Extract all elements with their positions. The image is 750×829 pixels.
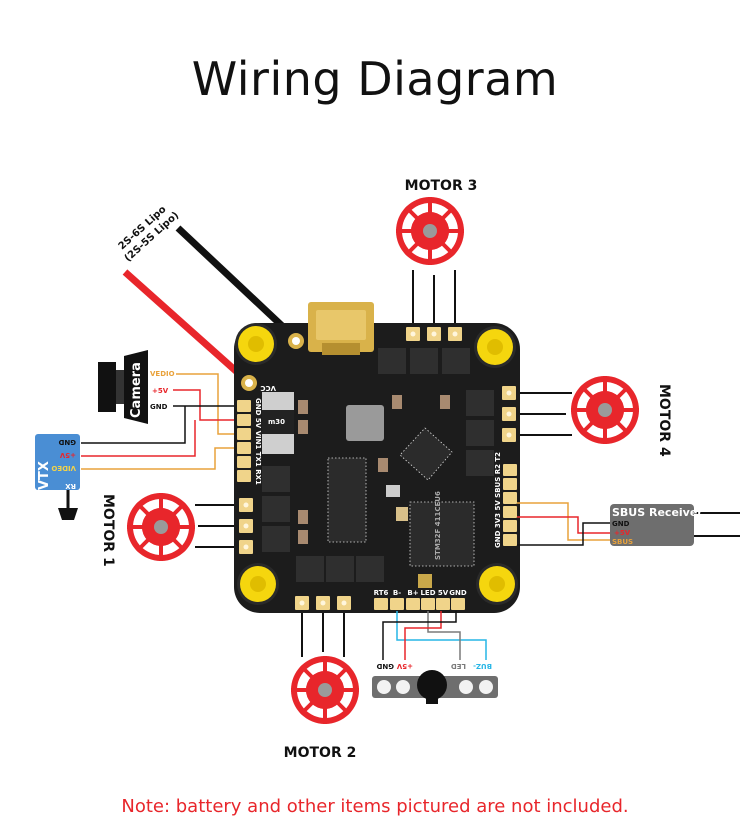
bottom-pad-labels: RT6 B- B+ LED 5V GND <box>374 589 467 597</box>
motor-2-label: MOTOR 2 <box>284 745 357 761</box>
sbus-pin-5v: +5V <box>614 529 631 537</box>
led-buzzer-module <box>372 670 498 704</box>
standoff-top-right <box>474 326 516 368</box>
left-pads-label: GND 5V VIN1 TX1 RX1 <box>254 398 262 485</box>
pad-label-led: LED <box>420 589 435 597</box>
motor-4-icon <box>569 374 641 446</box>
sbus-receiver-module <box>610 504 694 546</box>
motor-3-icon <box>394 195 466 267</box>
motor-4-wires <box>520 392 572 436</box>
led-pin-gnd: GND <box>376 662 394 670</box>
camera-pin-gnd: GND <box>150 403 168 411</box>
motor-1-pads <box>239 498 253 554</box>
camera-label: Camera <box>129 362 144 418</box>
sbus-pin-gnd: GND <box>612 520 630 528</box>
camera-vtx-wires <box>81 373 240 470</box>
camera-pin-5v: +5V <box>152 387 169 395</box>
motor-2-pads <box>295 596 351 610</box>
standoff-bottom-right <box>476 563 518 605</box>
led-pin-5v: +5V <box>396 662 413 670</box>
vtx-pin-rx: RX <box>65 482 76 490</box>
sbus-wires <box>517 502 740 546</box>
standoff-bottom-left <box>237 563 279 605</box>
bottom-pads <box>374 598 465 610</box>
camera-pin-video: VEDIO <box>150 370 175 378</box>
motor-2-wires <box>301 612 345 657</box>
flight-controller-board: VCC m30 STM32F 411CEU6 <box>234 302 520 613</box>
pad-label-rt6: RT6 <box>374 589 389 597</box>
page-title: Wiring Diagram <box>191 52 559 106</box>
pad-label-5v: 5V <box>438 589 449 597</box>
standoff-top-left <box>235 323 277 365</box>
motor-4-pads <box>502 386 516 442</box>
led-pin-buz: BUZ- <box>473 662 492 670</box>
battery-wire-red <box>122 269 249 383</box>
inductor-label: m30 <box>268 418 285 426</box>
sbus-receiver-label: SBUS Receiver <box>612 506 703 519</box>
pad-label-b-plus: B+ <box>407 589 418 597</box>
pad-label-gnd: GND <box>449 589 467 597</box>
mcu-label: STM32F 411CEU6 <box>434 491 442 560</box>
vtx-module <box>35 434 80 490</box>
vcc-label: VCC <box>260 384 276 392</box>
vtx-pin-5v: +5V <box>59 451 76 459</box>
motor-3-label: MOTOR 3 <box>405 178 478 194</box>
buzzer-icon <box>417 670 447 700</box>
led-pin-led: LED <box>451 662 466 670</box>
sbus-pin-sbus: SBUS <box>612 538 633 546</box>
motor-3-wires <box>412 270 456 328</box>
motor-1-wires <box>195 504 240 548</box>
vtx-label: VTX <box>37 461 52 490</box>
motor-4-label: MOTOR 4 <box>656 384 672 457</box>
motor-3-pads <box>406 327 462 341</box>
camera-icon <box>98 350 148 424</box>
disclaimer-note: Note: battery and other items pictured a… <box>121 796 629 817</box>
motor-2-icon <box>289 654 361 726</box>
pad-label-b-minus: B- <box>393 589 401 597</box>
led-buzzer-pin-labels: GND +5V LED BUZ- <box>376 662 492 670</box>
motor-1-icon <box>125 491 197 563</box>
antenna-icon <box>58 490 78 520</box>
right-pads-label: GND 3V3 5V SBUS R2 T2 <box>494 452 502 548</box>
motor-1-label: MOTOR 1 <box>100 494 116 567</box>
vtx-pin-video: VIDEO <box>51 464 76 472</box>
vtx-pin-gnd: GND <box>58 438 76 446</box>
battery-wire-black <box>175 225 298 341</box>
led-buzzer-wires <box>382 611 487 660</box>
